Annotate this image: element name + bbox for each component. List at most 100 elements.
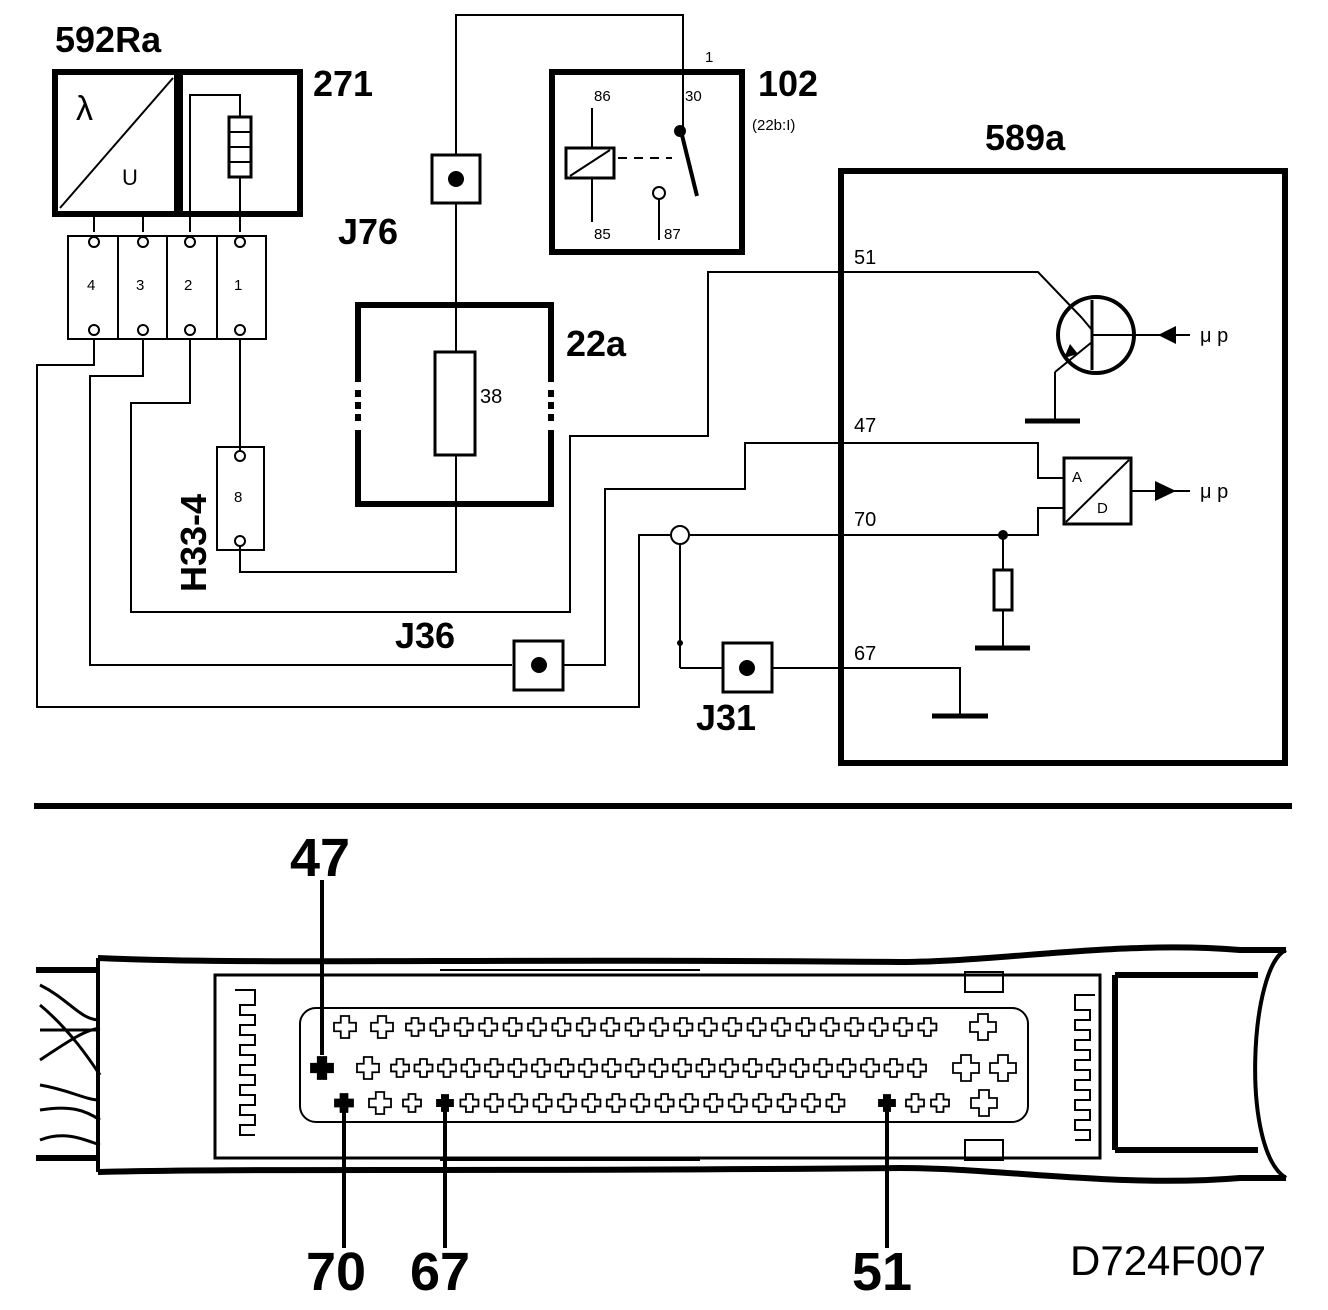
pin-cavity [952, 1054, 980, 1082]
pin-cavity [575, 1017, 596, 1037]
pin-cavity [672, 1058, 692, 1078]
wire-j31-ecu67 [772, 667, 961, 715]
pin-cavity [654, 1093, 675, 1113]
pin-cavity [402, 1093, 422, 1113]
ad-a: A [1072, 469, 1082, 486]
pin-cavity [413, 1058, 434, 1078]
callout-67: 67 [410, 1242, 470, 1302]
heater-271: 271 [177, 63, 373, 232]
fuse-box-22a: 38 22a [355, 302, 627, 507]
wire-fuse-h33 [239, 455, 457, 573]
pin-cavity [907, 1058, 927, 1078]
wire-j36-ecu47 [563, 442, 1063, 666]
pin-cavity [368, 1091, 392, 1115]
label-589a: 589a [985, 117, 1066, 158]
pin-cavity [624, 1017, 645, 1037]
lambda-sensor-592Ra: λ U 592Ra [52, 19, 180, 217]
pin-cavity [771, 1017, 791, 1037]
sensor-connector: 4 3 2 1 [67, 235, 267, 340]
label-J31: J31 [696, 697, 756, 738]
pin-cavity [581, 1093, 602, 1113]
pin-label-4: 4 [87, 277, 95, 294]
wire-j76-relay30 [455, 14, 684, 155]
pin-cavity [844, 1017, 865, 1037]
pin-cavity [989, 1054, 1017, 1082]
pin-cavity [648, 1058, 669, 1078]
ecu-connector-drawing [36, 944, 1288, 1184]
pin-cavity [405, 1017, 425, 1037]
ecu-pin-67: 67 [854, 643, 876, 665]
pin-label-1: 1 [234, 277, 242, 294]
mu-p-label-2: μ p [1200, 481, 1228, 503]
pin-cavity [697, 1017, 718, 1037]
ad-d: D [1097, 500, 1108, 517]
pin-cavity [483, 1093, 504, 1113]
label-592Ra: 592Ra [55, 19, 162, 60]
pin-cavity [460, 1058, 481, 1078]
relay-pin-87: 87 [664, 226, 681, 243]
pin-cavity [649, 1017, 669, 1037]
label-J76: J76 [338, 211, 398, 252]
pin-cavity [905, 1093, 925, 1113]
pin-cavity [333, 1015, 357, 1039]
pin-cavity [752, 1093, 773, 1113]
pin-label-2: 2 [184, 277, 192, 294]
ecu-589a: 589a 51 47 70 67 μ p A D μ p [838, 117, 1288, 766]
relay-pin-30: 30 [685, 88, 702, 105]
relay-pin-85: 85 [594, 226, 611, 243]
mu-p-label-1: μ p [1200, 325, 1228, 347]
label-22a: 22a [566, 323, 627, 364]
pin-cavity [868, 1017, 889, 1037]
ecu-pin-51: 51 [854, 247, 876, 269]
pin-cavity [502, 1017, 523, 1037]
figure-code: D724F007 [1070, 1237, 1266, 1284]
pin-cavity [893, 1017, 913, 1037]
relay-pin-86: 86 [594, 88, 611, 105]
pin-cavity [508, 1093, 529, 1113]
wire-pin2-ecu51 [130, 271, 1083, 613]
pin-cavity [578, 1058, 598, 1078]
voltage-symbol: U [122, 165, 138, 190]
ecu-pin-70: 70 [854, 509, 876, 531]
pin-cavity [437, 1058, 457, 1078]
pin-cavity [679, 1093, 699, 1113]
pin-cavity [703, 1093, 724, 1113]
pin-cavity [370, 1015, 394, 1039]
pin-cavity [825, 1093, 846, 1113]
pin-cavity-highlighted [334, 1093, 354, 1113]
pin-cavity [557, 1093, 577, 1113]
pin-cavity [813, 1058, 833, 1078]
pin-cavity [722, 1017, 743, 1037]
pin-cavity [930, 1093, 950, 1113]
pin-cavity [531, 1058, 551, 1078]
pin-cavity [390, 1058, 410, 1078]
pin-cavity [695, 1058, 716, 1078]
pin-cavity-highlighted [310, 1056, 334, 1080]
pin-cavity [801, 1093, 821, 1113]
pin-cavity [970, 1089, 998, 1117]
pin-cavity [719, 1058, 739, 1078]
pin-cavity [746, 1017, 767, 1037]
pin-cavity-highlighted [436, 1094, 454, 1112]
connector-H33-4: 8 H33-4 [173, 446, 265, 592]
pin-cavity [860, 1058, 880, 1078]
pin-cavity [836, 1058, 857, 1078]
pin-cavity [484, 1058, 504, 1078]
wire-ecu70-ad [689, 507, 1063, 536]
label-102: 102 [758, 63, 818, 104]
pin-cavity [727, 1093, 748, 1113]
h33-pin-8: 8 [234, 489, 242, 506]
pin-cavity [819, 1017, 840, 1037]
pin-cavity [742, 1058, 763, 1078]
pin-cavity [625, 1058, 645, 1078]
pin-cavity [554, 1058, 575, 1078]
pin-cavity [795, 1017, 816, 1037]
pin-cavity [673, 1017, 694, 1037]
label-J36: J36 [395, 615, 455, 656]
pin-cavity [969, 1013, 997, 1041]
ecu-pin-47: 47 [854, 415, 876, 437]
pin-cavity [766, 1058, 786, 1078]
pin-cavity [429, 1017, 450, 1037]
relay-pin-1: 1 [705, 49, 713, 66]
